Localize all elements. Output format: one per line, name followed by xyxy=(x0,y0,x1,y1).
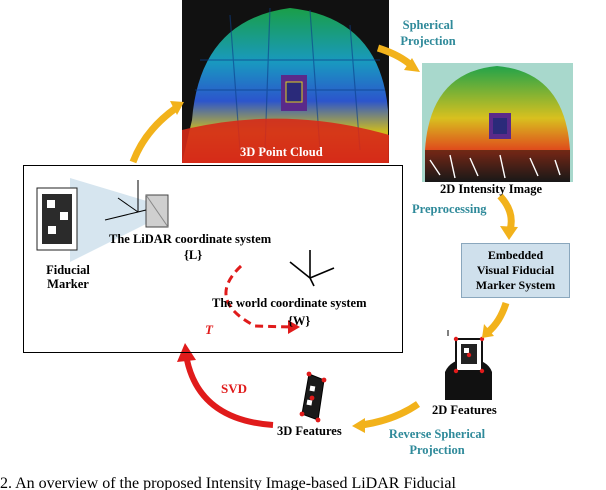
features-2d-image xyxy=(440,326,495,402)
intensity-image xyxy=(422,63,573,182)
fiducial-marker-label: Fiducial Marker xyxy=(40,263,96,291)
flow-arrowheads xyxy=(170,58,518,433)
features-3d-label: 3D Features xyxy=(277,424,342,438)
lidar-system-label: The LiDAR coordinate system xyxy=(109,232,272,246)
world-axes-illustration xyxy=(289,250,335,287)
arrow-features2d-to-features3d xyxy=(361,401,420,429)
spherical-projection-line1: Spherical xyxy=(402,18,454,32)
spherical-projection-line2: Projection xyxy=(400,34,456,48)
intensity-image-label: 2D Intensity Image xyxy=(440,182,543,196)
world-system-label: The world coordinate system xyxy=(212,296,367,310)
arrow-frame-to-cloud xyxy=(129,105,179,164)
features-3d-marker xyxy=(299,371,327,423)
point-cloud-label: 3D Point Cloud xyxy=(240,145,323,159)
lidar-sensor-illustration xyxy=(36,178,169,262)
fiducial-line2: Marker xyxy=(47,277,89,291)
spherical-projection-label: Spherical Projection xyxy=(398,17,458,49)
embedded-line2: Visual Fiducial xyxy=(476,263,555,277)
features-2d-label: 2D Features xyxy=(432,403,497,417)
arrow-image-to-embedded xyxy=(497,193,515,231)
world-symbol-label: {W} xyxy=(288,314,311,328)
fiducial-line1: Fiducial xyxy=(46,263,90,277)
transform-t-label: T xyxy=(205,322,213,337)
lidar-symbol-label: {L} xyxy=(184,248,203,262)
preprocessing-label: Preprocessing xyxy=(412,202,487,216)
reverse-projection-label: Reverse Spherical Projection xyxy=(378,426,496,458)
point-cloud-image xyxy=(182,0,389,163)
arrow-embedded-to-features2d xyxy=(485,301,510,335)
svd-arrow xyxy=(184,359,274,428)
reverse-line2: Projection xyxy=(409,443,465,457)
embedded-marker-system-box: Embedded Visual Fiducial Marker System xyxy=(461,243,570,298)
transform-dashed-arrowhead xyxy=(288,320,300,334)
reverse-line1: Reverse Spherical xyxy=(388,427,486,441)
embedded-line3: Marker System xyxy=(475,278,556,292)
embedded-line1: Embedded xyxy=(487,248,544,262)
svd-label: SVD xyxy=(221,381,248,396)
figure-caption: 2. An overview of the proposed Intensity… xyxy=(0,475,456,490)
coordinate-frame xyxy=(23,165,403,353)
transform-dashed-arrow xyxy=(224,264,293,329)
